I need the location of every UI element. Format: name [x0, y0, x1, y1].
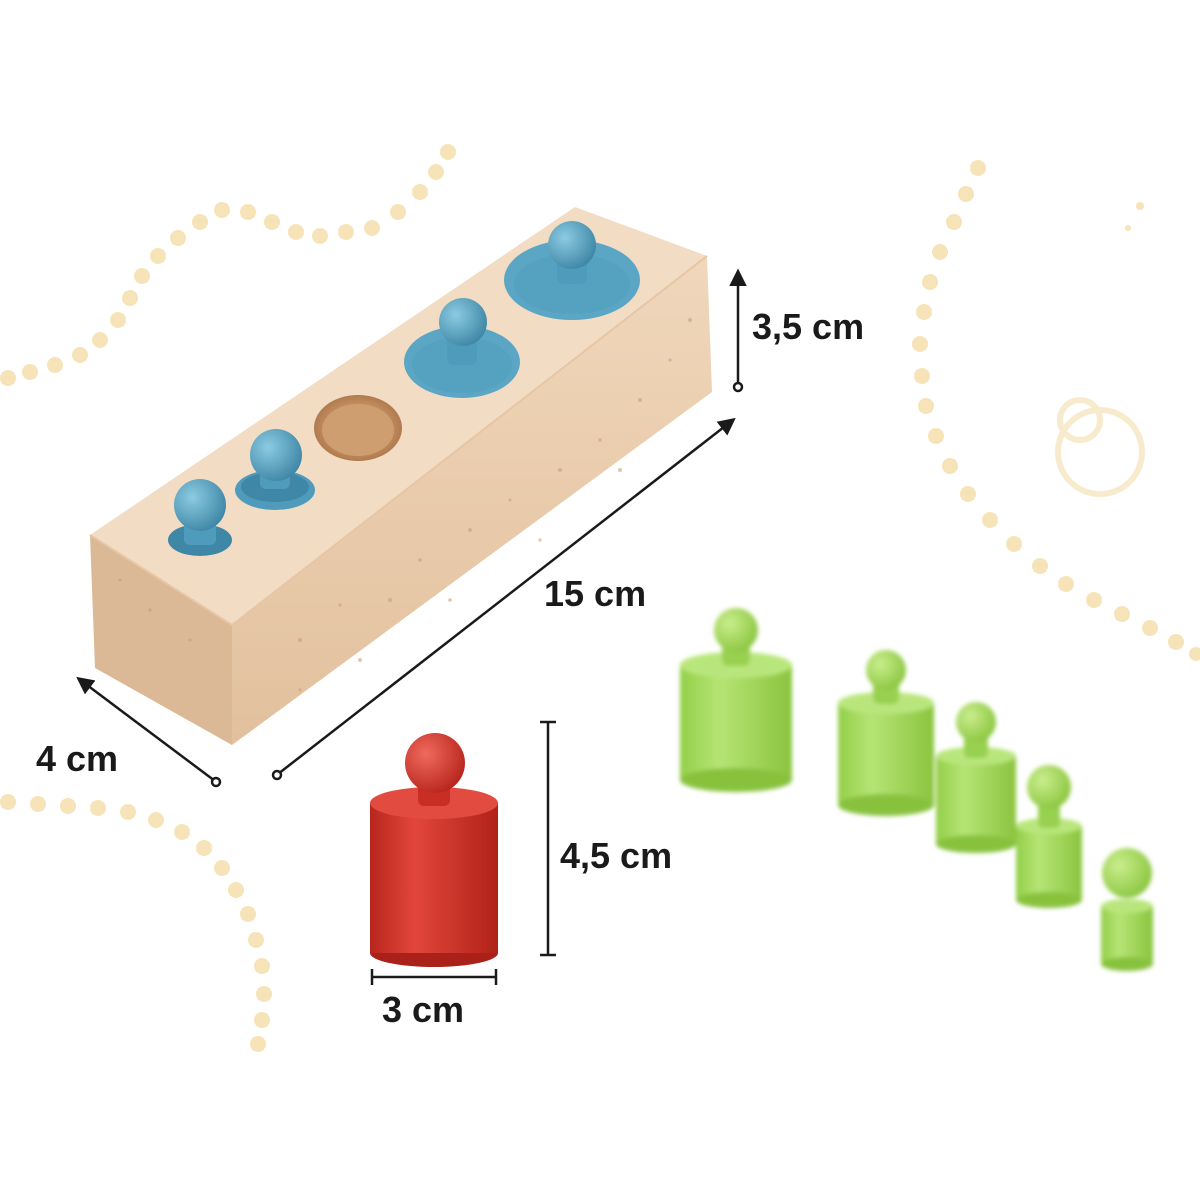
- green-cylinder-2: [838, 650, 934, 816]
- blue-peg-xlarge: [504, 221, 640, 320]
- block-width-label: 4 cm: [36, 738, 119, 779]
- green-cylinder-5: [1101, 848, 1153, 971]
- blue-peg-small: [168, 479, 232, 556]
- decorative-bubbles: [1055, 397, 1145, 497]
- dimension-lines: [76, 268, 747, 985]
- red-cylinder: [370, 733, 498, 967]
- decorative-dots: [0, 144, 1200, 1052]
- length-arrow-block: [277, 417, 736, 775]
- width-arrow-block: [76, 676, 216, 782]
- blue-peg-large: [404, 298, 520, 398]
- green-cylinder-1: [680, 608, 792, 792]
- block-height-label: 3,5 cm: [752, 306, 865, 347]
- blue-peg-medium: [235, 429, 315, 510]
- cylinder-height-label: 4,5 cm: [560, 835, 673, 876]
- cylinder-diameter-label: 3 cm: [382, 989, 465, 1030]
- green-cylinder-4: [1016, 765, 1082, 908]
- green-cylinder-3: [936, 702, 1016, 853]
- block-length-label: 15 cm: [544, 573, 647, 614]
- green-cylinders: [680, 608, 1153, 971]
- empty-hole: [314, 395, 402, 461]
